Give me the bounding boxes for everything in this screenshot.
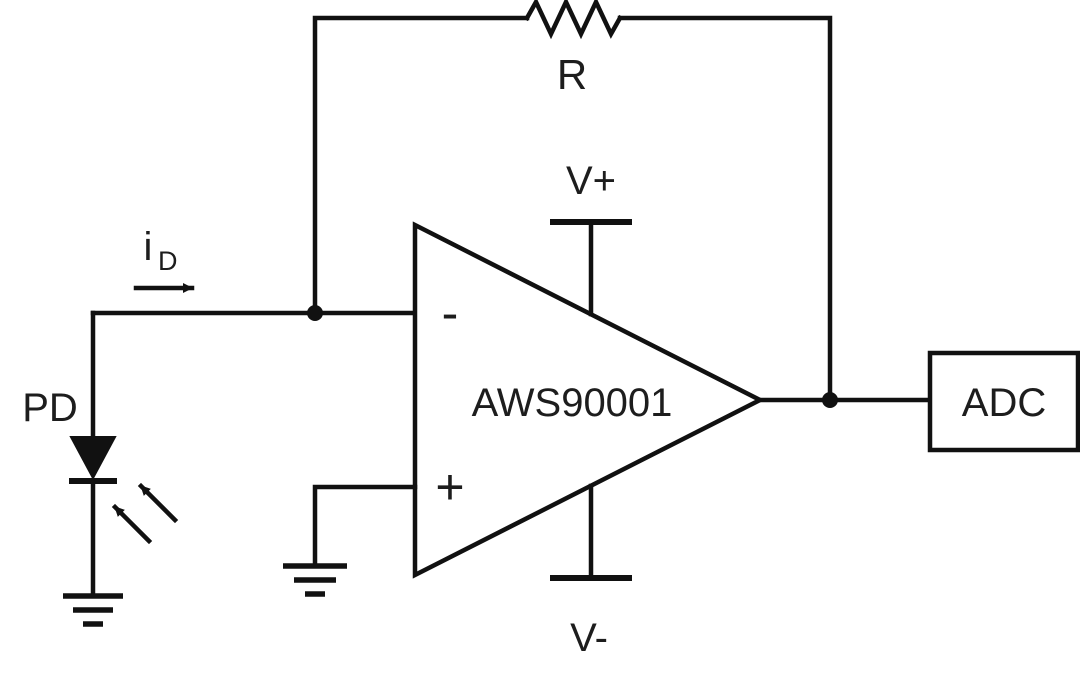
photocurrent-label: i bbox=[144, 225, 153, 269]
feedback-wire-right bbox=[617, 15, 833, 403]
inverting-input-label: - bbox=[442, 285, 459, 341]
noninverting-input-label: + bbox=[435, 459, 464, 515]
photodiode-label: PD bbox=[22, 386, 78, 430]
negative-supply-label: V- bbox=[570, 616, 608, 660]
feedback-wire-left bbox=[312, 15, 530, 316]
noninverting-input-wire bbox=[312, 484, 418, 567]
resistor-label: R bbox=[557, 51, 587, 98]
adc-label: ADC bbox=[962, 381, 1046, 425]
light-arrow-icon bbox=[137, 482, 179, 524]
opamp-part-label: AWS90001 bbox=[472, 381, 673, 425]
light-arrow-icon bbox=[111, 503, 153, 545]
output-node-dot bbox=[822, 392, 838, 408]
input-node-dot bbox=[307, 305, 323, 321]
feedback-resistor-symbol bbox=[523, 0, 624, 40]
photodiode-triangle-icon bbox=[69, 436, 117, 481]
adc-box bbox=[927, 350, 1080, 453]
photocurrent-subscript: D bbox=[158, 246, 178, 276]
positive-supply-label: V+ bbox=[566, 159, 616, 203]
noninverting-ground-icon bbox=[283, 563, 347, 597]
photodiode-ground-icon bbox=[63, 593, 123, 627]
opamp-triangle bbox=[412, 221, 765, 579]
